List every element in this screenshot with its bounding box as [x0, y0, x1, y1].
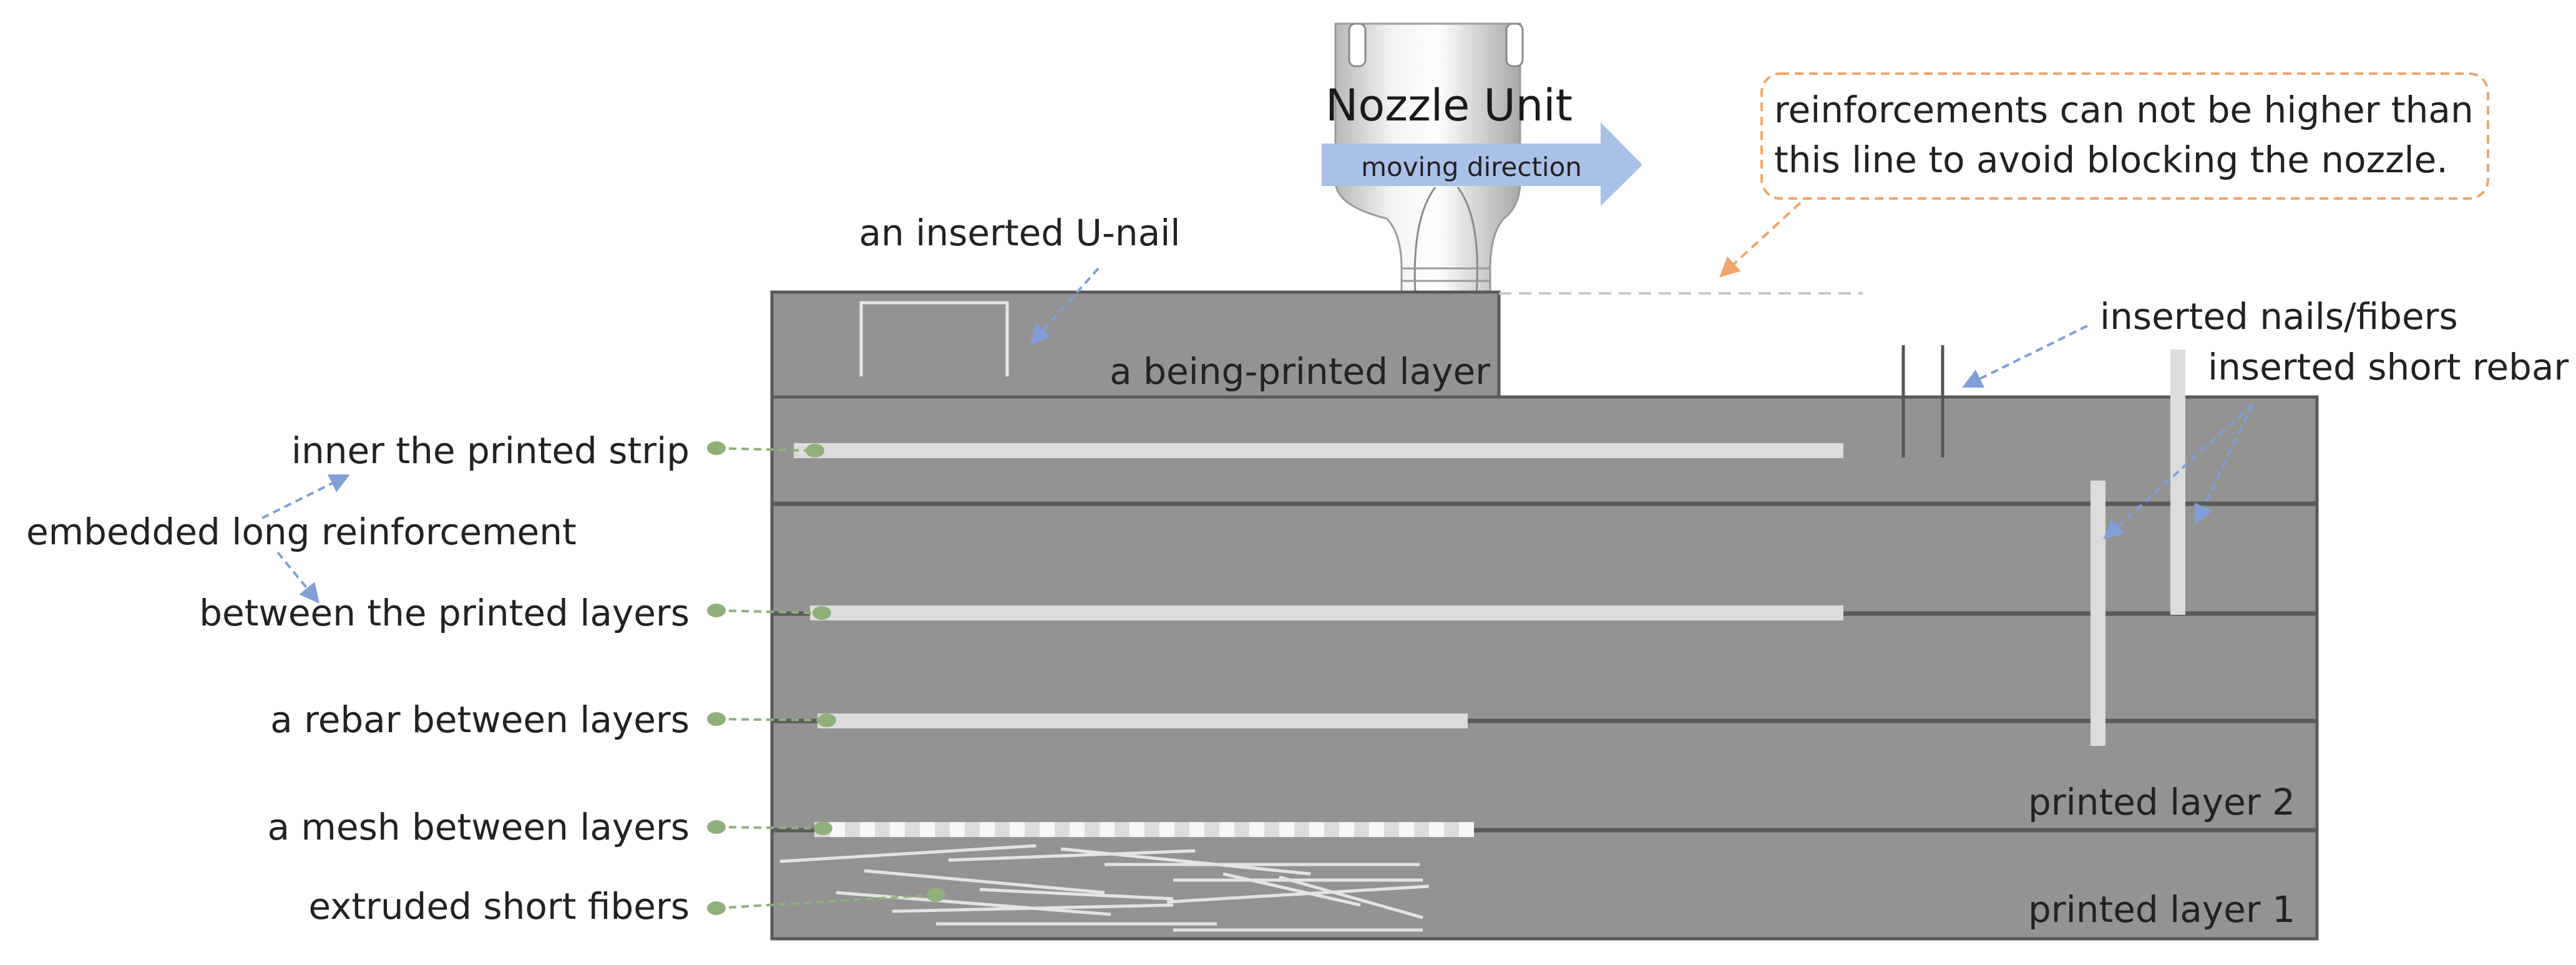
callout-line-2: this line to avoid blocking the nozzle. [1774, 139, 2448, 181]
nozzle-title: Nozzle Unit [1325, 80, 1573, 131]
mesh-pattern [830, 822, 1474, 837]
mesh-cell [1070, 822, 1085, 837]
mesh-cell [980, 822, 995, 837]
mesh-cell [1459, 822, 1474, 837]
mesh-cell [1129, 822, 1144, 837]
short-rebar-pointer-b [2194, 404, 2254, 525]
green-pointers [707, 441, 945, 915]
mesh-cell [860, 822, 875, 837]
between-layers-pointer [707, 604, 831, 620]
mesh-cell [1339, 822, 1354, 837]
rebar-between-layers [817, 713, 1468, 728]
rebar-between-pointer [707, 712, 836, 727]
moving-direction-arrow [1322, 122, 1642, 206]
mesh-cell [1309, 822, 1324, 837]
mesh-cell [1010, 822, 1025, 837]
short-rebar-label: inserted short rebar [2208, 346, 2569, 388]
mesh-cell [1159, 822, 1174, 837]
nails-fibers-label: inserted nails/fibers [2100, 295, 2458, 338]
nozzle-slot-left [1348, 22, 1367, 67]
inner-strip-pointer [707, 441, 824, 458]
mesh-between-pointer [707, 820, 832, 835]
printed-layers-block [770, 395, 2319, 941]
rebar-between-label: a rebar between layers [270, 698, 690, 741]
between-layers-label: between the printed layers [199, 592, 690, 634]
short-rebar-upper [2170, 350, 2185, 615]
nozzle-groove-right [1456, 187, 1478, 294]
mesh-cell [1369, 822, 1384, 837]
printed-layer-2-label: printed layer 2 [2028, 781, 2295, 823]
concrete-body [770, 290, 2319, 941]
embedded-pointer-up [261, 474, 350, 519]
mesh-cell [1249, 822, 1264, 837]
nozzle-groove-left [1413, 187, 1437, 294]
embedded-long-label: embedded long reinforcement [26, 511, 577, 553]
being-printed-layer-label: a being-printed layer [1110, 350, 1490, 393]
short-fibers-label: extruded short fibers [308, 885, 690, 928]
mesh-cell [950, 822, 965, 837]
mesh-cell [830, 822, 845, 837]
mesh-cell [1429, 822, 1444, 837]
u-nail-label: an inserted U-nail [859, 212, 1181, 254]
mesh-cell [1100, 822, 1115, 837]
mesh-cell [1219, 822, 1234, 837]
mesh-between-label: a mesh between layers [267, 806, 690, 848]
short-fibers-pointer [707, 888, 945, 915]
moving-direction-label: moving direction [1361, 152, 1582, 182]
callout-line-1: reinforcements can not be higher than [1774, 89, 2474, 131]
short-rebar-lower [2091, 481, 2105, 746]
mesh-cell [890, 822, 905, 837]
inner-strip-label: inner the printed strip [291, 429, 690, 472]
nails-fibers-pointer [1962, 325, 2088, 388]
u-nail [859, 301, 1009, 376]
embedded-pointer-down [276, 551, 320, 604]
mesh-cell [1189, 822, 1204, 837]
mesh-cell [1040, 822, 1055, 837]
short-fibers [779, 844, 1430, 932]
callout-pointer [1719, 202, 1802, 278]
between-layers-reinforcement [810, 605, 1843, 620]
height-limit-callout-box [1760, 72, 2489, 200]
short-rebar-pointer-a [2103, 403, 2254, 540]
mesh-cell [920, 822, 935, 837]
nozzle-slot-right [1505, 22, 1524, 67]
u-nail-pointer [1030, 267, 1100, 345]
blue-pointers [261, 267, 2254, 604]
mesh-cell [1399, 822, 1414, 837]
inner-strip-reinforcement [794, 443, 1843, 458]
mesh-cell [1279, 822, 1294, 837]
printed-layer-1-label: printed layer 1 [2028, 888, 2295, 931]
